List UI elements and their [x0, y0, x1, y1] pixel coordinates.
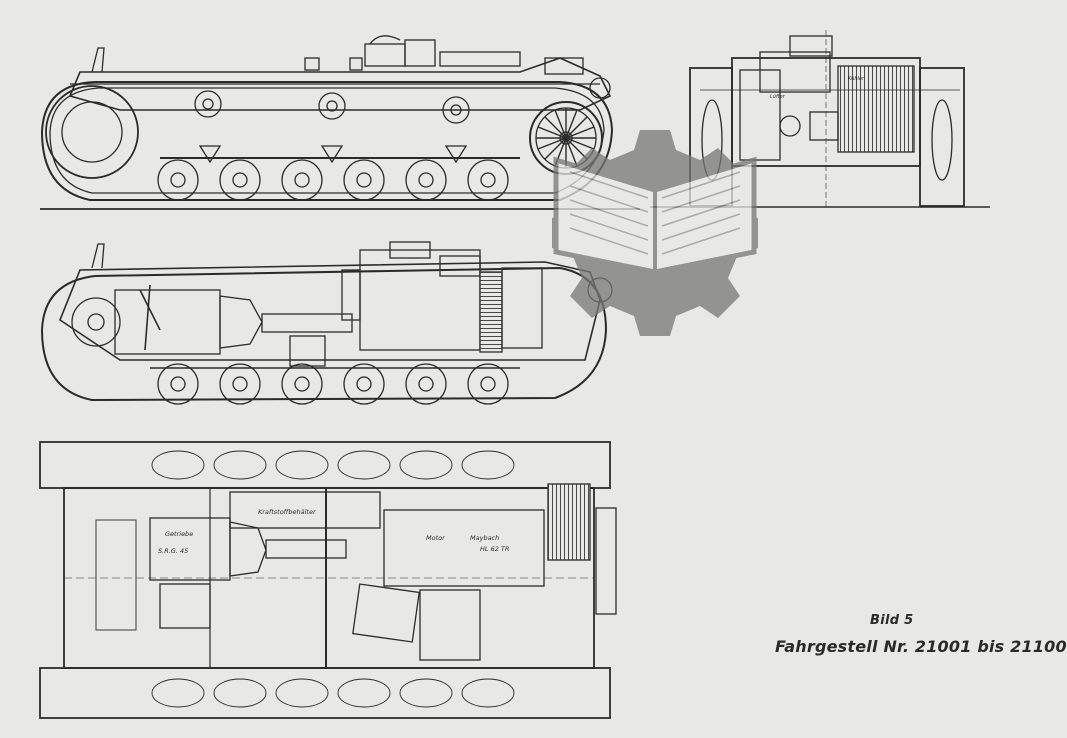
- plan-view: Kraftstoffbehälter Getriebe S.R.G. 45 Mo…: [39, 441, 617, 719]
- figure-number: Bild 5: [870, 613, 914, 628]
- engine-label: Motor: [426, 534, 446, 542]
- front-label-radiator: Kühler: [848, 76, 865, 82]
- road-wheels-side: [157, 159, 509, 201]
- front-label-fan: Lüfter: [770, 94, 786, 100]
- engine-make-label: Maybach: [470, 534, 499, 542]
- road-wheels-section: [157, 363, 509, 405]
- book-gear-watermark-icon: [552, 130, 758, 336]
- gearbox-type-label: S.R.G. 45: [158, 547, 188, 555]
- engine-type-label: HL 62 TR: [480, 545, 509, 553]
- fuel-tank-label: Kraftstoffbehälter: [258, 508, 317, 516]
- front-elevation-view: Kühler Lüfter: [650, 30, 990, 210]
- technical-drawing-sheet: Kühler Lüfter: [39, 30, 990, 719]
- side-elevation-view: [40, 35, 640, 210]
- gearbox-label: Getriebe: [165, 530, 193, 538]
- longitudinal-section-view: [40, 241, 613, 405]
- figure-title: Fahrgestell Nr. 21001 bis 21100: [775, 637, 1067, 656]
